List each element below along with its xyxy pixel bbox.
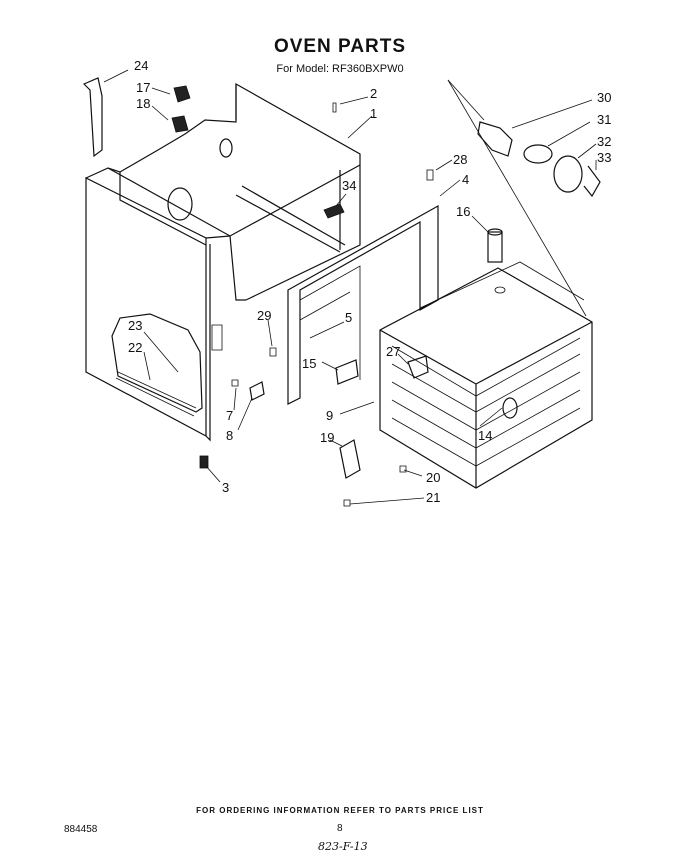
part-28-plug (426, 169, 434, 181)
part-21-screw (343, 499, 351, 507)
part-16-post (487, 228, 503, 263)
callout-29: 29 (257, 308, 271, 323)
page-number: 8 (337, 823, 343, 834)
callout-32: 32 (597, 134, 611, 149)
part-33-clip (583, 165, 601, 198)
callout-17: 17 (136, 80, 150, 95)
callout-30: 30 (597, 90, 611, 105)
part-34-sensor (323, 203, 345, 219)
callout-33: 33 (597, 150, 611, 165)
model-subtitle: For Model: RF360BXPW0 (276, 63, 404, 75)
callout-19: 19 (320, 430, 334, 445)
callout-4: 4 (462, 172, 469, 187)
callout-27-label: 27 (386, 344, 400, 359)
callout-21-label: 21 (426, 490, 440, 505)
callout-15: 15 (302, 356, 316, 371)
callout-5: 5 (345, 310, 352, 325)
part-15-bracket (335, 359, 359, 385)
callout-labels: 24 17 18 2 1 30 31 32 33 28 4 34 16 29 5… (128, 58, 611, 505)
ordering-note: FOR ORDERING INFORMATION REFER TO PARTS … (196, 806, 484, 815)
leader-lines (103, 69, 597, 505)
part-7-clip (231, 379, 239, 387)
part-19-hinge (339, 439, 361, 479)
part-27-bracket (407, 355, 429, 379)
part-29-screw (269, 347, 277, 357)
callout-9: 9 (326, 408, 333, 423)
reference-number: 884458 (64, 824, 98, 835)
part-18-clip (171, 115, 189, 133)
callout-7: 7 (226, 408, 233, 423)
callout-20-label: 20 (426, 470, 440, 485)
handwritten-code: 823-F-13 (318, 840, 368, 853)
page-title: OVEN PARTS (273, 36, 407, 57)
callout-34: 34 (342, 178, 356, 193)
part-24-bracket (82, 77, 103, 158)
callout-16: 16 (456, 204, 470, 219)
callout-14: 14 (478, 428, 492, 443)
part-17-clip (173, 85, 191, 103)
part-30-light-socket (477, 121, 513, 157)
callout-28: 28 (453, 152, 467, 167)
exploded-parts-diagram: 24 17 18 2 1 30 31 32 33 28 4 34 16 29 5… (82, 58, 611, 507)
callout-23: 23 (128, 318, 142, 333)
part-3-leveling-leg (199, 455, 209, 469)
callout-18: 18 (136, 96, 150, 111)
part-4-front-frame (287, 204, 439, 405)
callout-8: 8 (226, 428, 233, 443)
callout-3: 3 (222, 480, 229, 495)
part-14-oven-liner (379, 261, 593, 489)
part-2-screw (332, 102, 337, 113)
oven-cabinet (85, 82, 361, 442)
part-31-bulb (523, 144, 553, 164)
callout-2: 2 (370, 86, 377, 101)
callout-22: 22 (128, 340, 142, 355)
part-32-lens (553, 155, 583, 193)
callout-31: 31 (597, 112, 611, 127)
callout-1: 1 (370, 106, 377, 121)
part-20-screw (399, 465, 407, 473)
part-8-bracket (249, 381, 265, 401)
callout-24: 24 (134, 58, 148, 73)
